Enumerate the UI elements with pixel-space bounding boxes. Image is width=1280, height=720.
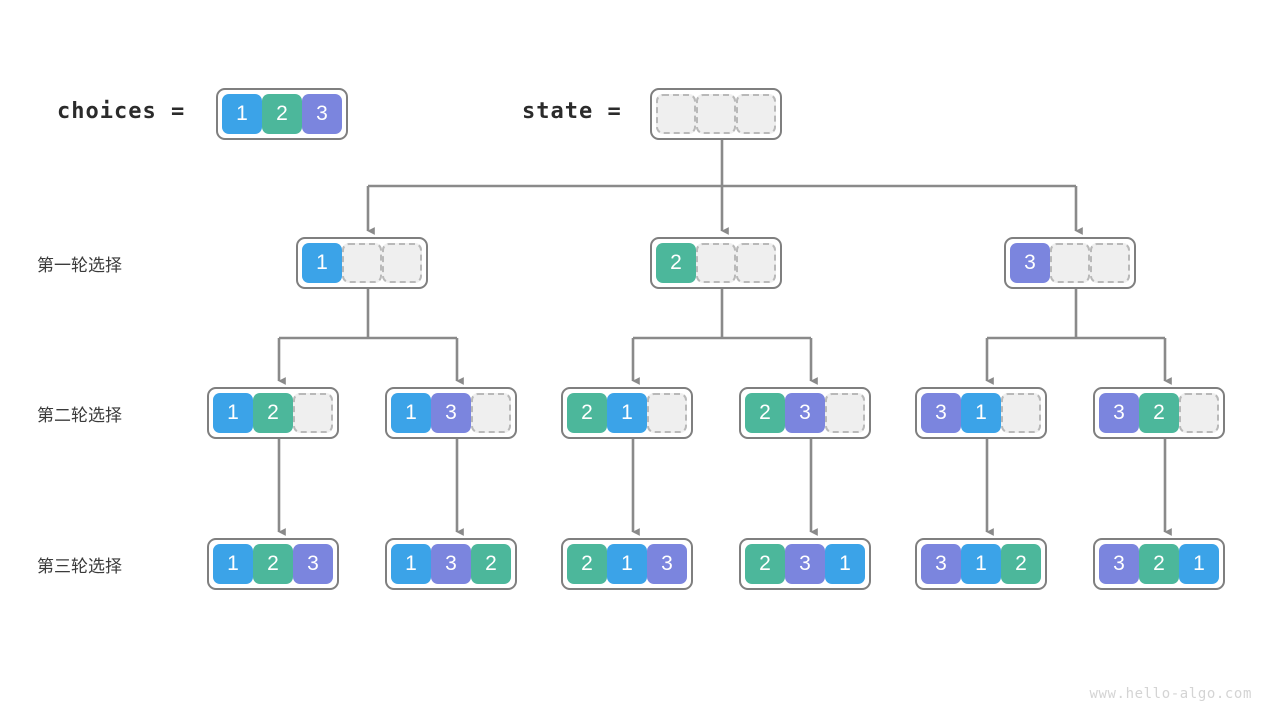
tree-node-r3-c3-cell-3: 3 bbox=[647, 544, 687, 584]
tree-node-r2-c5-cell-1: 3 bbox=[921, 393, 961, 433]
state-cell-3 bbox=[736, 94, 776, 134]
tree-node-r2-c5-cell-2: 1 bbox=[961, 393, 1001, 433]
tree-node-r1-c3-cell-2 bbox=[1050, 243, 1090, 283]
row-caption-round-1: 第一轮选择 bbox=[37, 256, 122, 275]
choices-cell-2: 2 bbox=[262, 94, 302, 134]
tree-node-r3-c3-cell-1: 2 bbox=[567, 544, 607, 584]
choices-cell-1: 1 bbox=[222, 94, 262, 134]
tree-node-r1-c1-cell-2 bbox=[342, 243, 382, 283]
tree-node-r3-c1-cell-3: 3 bbox=[293, 544, 333, 584]
row-caption-round-2: 第二轮选择 bbox=[37, 406, 122, 425]
tree-node-r2-c1-cell-3 bbox=[293, 393, 333, 433]
tree-node-r2-c6-cell-3 bbox=[1179, 393, 1219, 433]
tree-node-r2-c3-cell-1: 2 bbox=[567, 393, 607, 433]
tree-node-r3-c4-cell-1: 2 bbox=[745, 544, 785, 584]
tree-node-r2-c6-cell-2: 2 bbox=[1139, 393, 1179, 433]
state-label: state = bbox=[522, 99, 622, 124]
tree-node-r1-c2-cell-2 bbox=[696, 243, 736, 283]
tree-node-r3-c6-cell-3: 1 bbox=[1179, 544, 1219, 584]
state-cell-1 bbox=[656, 94, 696, 134]
choices-label: choices = bbox=[57, 99, 186, 124]
tree-node-r1-c2: 2 bbox=[650, 237, 782, 289]
tree-node-r1-c2-cell-3 bbox=[736, 243, 776, 283]
state-cell-2 bbox=[696, 94, 736, 134]
tree-node-r2-c2-cell-2: 3 bbox=[431, 393, 471, 433]
tree-node-r2-c4-cell-2: 3 bbox=[785, 393, 825, 433]
tree-node-r3-c6-cell-1: 3 bbox=[1099, 544, 1139, 584]
state-array bbox=[650, 88, 782, 140]
tree-node-r2-c6-cell-1: 3 bbox=[1099, 393, 1139, 433]
tree-node-r3-c5-cell-2: 1 bbox=[961, 544, 1001, 584]
tree-node-r2-c2-cell-3 bbox=[471, 393, 511, 433]
tree-node-r3-c3-cell-2: 1 bbox=[607, 544, 647, 584]
tree-node-r1-c1: 1 bbox=[296, 237, 428, 289]
row-caption-round-3: 第三轮选择 bbox=[37, 557, 122, 576]
tree-node-r3-c2-cell-2: 3 bbox=[431, 544, 471, 584]
choices-cell-3: 3 bbox=[302, 94, 342, 134]
tree-node-r3-c2-cell-1: 1 bbox=[391, 544, 431, 584]
tree-node-r3-c6-cell-2: 2 bbox=[1139, 544, 1179, 584]
tree-node-r1-c3-cell-3 bbox=[1090, 243, 1130, 283]
tree-node-r3-c2-cell-3: 2 bbox=[471, 544, 511, 584]
tree-node-r3-c5-cell-3: 2 bbox=[1001, 544, 1041, 584]
tree-node-r3-c1-cell-2: 2 bbox=[253, 544, 293, 584]
tree-node-r2-c5-cell-3 bbox=[1001, 393, 1041, 433]
tree-node-r2-c1-cell-2: 2 bbox=[253, 393, 293, 433]
watermark: www.hello-algo.com bbox=[1089, 686, 1252, 702]
tree-node-r2-c2-cell-1: 1 bbox=[391, 393, 431, 433]
tree-node-r1-c1-cell-1: 1 bbox=[302, 243, 342, 283]
tree-node-r1-c1-cell-3 bbox=[382, 243, 422, 283]
tree-node-r1-c3-cell-1: 3 bbox=[1010, 243, 1050, 283]
tree-node-r3-c4-cell-2: 3 bbox=[785, 544, 825, 584]
tree-node-r1-c2-cell-1: 2 bbox=[656, 243, 696, 283]
tree-node-r2-c3-cell-2: 1 bbox=[607, 393, 647, 433]
tree-node-r3-c5-cell-1: 3 bbox=[921, 544, 961, 584]
tree-node-r2-c3-cell-3 bbox=[647, 393, 687, 433]
tree-node-r2-c1-cell-1: 1 bbox=[213, 393, 253, 433]
tree-node-r1-c3: 3 bbox=[1004, 237, 1136, 289]
tree-node-r2-c4-cell-3 bbox=[825, 393, 865, 433]
tree-node-r3-c4-cell-3: 1 bbox=[825, 544, 865, 584]
tree-node-r2-c4-cell-1: 2 bbox=[745, 393, 785, 433]
tree-node-r3-c1-cell-1: 1 bbox=[213, 544, 253, 584]
